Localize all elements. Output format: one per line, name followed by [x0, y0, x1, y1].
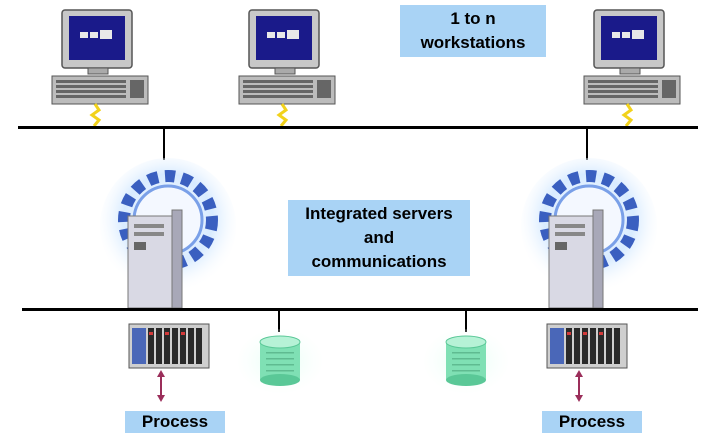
plant-bus-line [22, 308, 698, 311]
database-icon-right [424, 329, 508, 393]
workstation-icon-right [583, 9, 681, 127]
database-cylinder-icon [238, 329, 322, 393]
database-cylinder-icon [424, 329, 508, 393]
database-icon-left [238, 329, 322, 393]
server-left-uplink [163, 128, 165, 160]
server-right-uplink [586, 128, 588, 160]
server-gear-icon [521, 158, 657, 309]
process-label-left: Process [125, 411, 225, 433]
database-left-drop [278, 310, 280, 332]
workstations-label-line-2: workstations [420, 33, 526, 52]
server-gear-icon [100, 158, 236, 309]
server-icon-right [521, 158, 657, 309]
terminal-bus-line [18, 126, 698, 129]
plc-rack-icon [546, 323, 628, 402]
database-right-drop [465, 310, 467, 332]
desktop-computer-icon [238, 9, 336, 127]
servers-label-line-1: Integrated servers [305, 204, 453, 223]
plc-icon-left [128, 323, 210, 402]
desktop-computer-icon [583, 9, 681, 127]
workstation-icon-left [51, 9, 149, 127]
desktop-computer-icon [51, 9, 149, 127]
servers-label: Integrated servers and communications [288, 200, 470, 276]
server-icon-left [100, 158, 236, 309]
plc-icon-right [546, 323, 628, 402]
process-label-right: Process [542, 411, 642, 433]
workstations-label: 1 to n workstations [400, 5, 546, 57]
servers-label-line-2: and [363, 228, 395, 247]
workstations-label-line-1: 1 to n [450, 9, 496, 28]
workstation-icon-middle [238, 9, 336, 127]
plc-rack-icon [128, 323, 210, 402]
servers-label-line-3: communications [311, 252, 447, 271]
